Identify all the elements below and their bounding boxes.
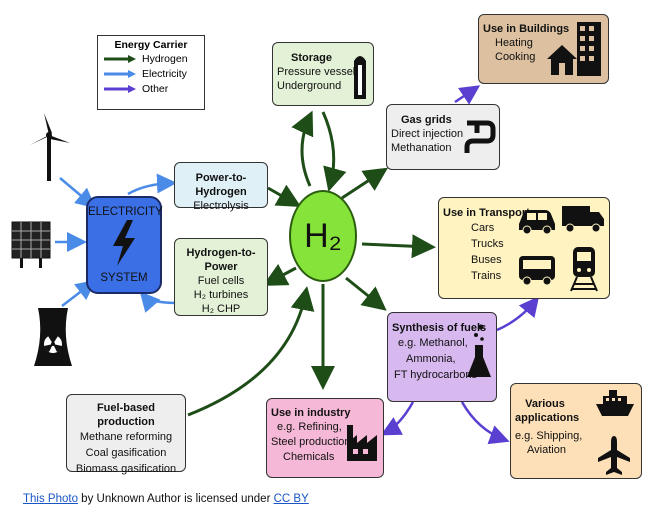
legend-item-hydrogen: Hydrogen	[98, 51, 204, 66]
airplane-icon	[598, 436, 630, 475]
attribution: This Photo by Unknown Author is licensed…	[23, 493, 309, 505]
gas-grids-line: Direct injection	[391, 128, 464, 140]
silo-icon	[354, 56, 366, 99]
hydrogen-to-power-line: H₂ CHP	[201, 303, 241, 315]
electricity-system-label-1: ELECTRICITY	[88, 206, 163, 218]
electricity-system-label-2: SYSTEM	[100, 272, 148, 284]
transport-title: Use in Transport	[443, 207, 530, 219]
bus-icon	[519, 256, 555, 286]
legend-item-other: Other	[98, 81, 204, 96]
power-to-hydrogen-title: Power-to-Hydrogen	[195, 172, 247, 198]
synthesis-line: e.g. Methanol,	[398, 337, 468, 349]
various-title: Various applications	[515, 398, 580, 424]
buildings-title: Use in Buildings	[483, 23, 570, 35]
house-icon	[547, 45, 577, 75]
storage-line: Pressure vessels	[277, 66, 361, 78]
hydrogen-node: H₂	[289, 190, 357, 282]
synthesis-line: Ammonia,	[406, 353, 456, 365]
hydrogen-label: H₂	[304, 216, 342, 255]
license-link[interactable]: CC BY	[273, 493, 309, 505]
industry-line: e.g. Refining,	[277, 421, 342, 433]
synthesis-title: Synthesis of fuels	[392, 322, 487, 334]
truck-icon	[562, 206, 604, 233]
buildings-line: Heating	[495, 37, 533, 49]
various-box: Various applications e.g. Shipping, Avia…	[510, 383, 642, 479]
hydrogen-to-power-box: Hydrogen-to-Power Fuel cells H₂ turbines…	[174, 238, 268, 316]
storage-line: Underground	[277, 80, 342, 92]
legend-item-electricity: Electricity	[98, 66, 204, 81]
various-line: Aviation	[527, 444, 566, 456]
pipeline-icon	[464, 120, 496, 153]
transport-line: Trucks	[471, 238, 504, 250]
car-icon	[519, 210, 555, 234]
fuel-based-line: Methane reforming	[79, 431, 173, 443]
fuel-based-line: Coal gasification	[85, 447, 167, 459]
gas-grids-box: Gas grids Direct injection Methanation	[386, 104, 500, 170]
factory-icon	[347, 425, 377, 461]
synthesis-box: Synthesis of fuels e.g. Methanol, Ammoni…	[387, 312, 497, 402]
legend-title: Energy Carrier	[114, 39, 188, 51]
legend: Energy Carrier Hydrogen Electricity Othe…	[97, 35, 205, 110]
gas-grids-title: Gas grids	[401, 114, 452, 126]
power-to-hydrogen-line: Electrolysis	[193, 200, 249, 212]
buildings-box: Use in Buildings Heating Cooking	[478, 14, 609, 84]
industry-box: Use in industry e.g. Refining, Steel pro…	[266, 398, 384, 478]
industry-line: Steel production,	[271, 436, 354, 448]
power-to-hydrogen-box: Power-to-Hydrogen Electrolysis	[174, 162, 268, 212]
attribution-text: by Unknown Author is licensed under	[77, 493, 274, 505]
storage-box: Storage Pressure vessels Underground	[272, 42, 374, 106]
flask-icon	[467, 324, 491, 377]
fuel-based-title: Fuel-based production	[96, 402, 156, 428]
wind-turbine-icon	[30, 113, 70, 181]
lightning-bolt-icon	[113, 220, 135, 266]
hydrogen-to-power-line: Fuel cells	[197, 275, 245, 287]
electricity-system-node: ELECTRICITY SYSTEM	[86, 196, 163, 294]
gas-grids-line: Methanation	[391, 142, 452, 154]
ship-icon	[596, 390, 634, 416]
nuclear-plant-icon	[34, 308, 72, 366]
transport-box: Use in Transport Cars Trucks Buses Train…	[438, 197, 610, 299]
fuel-based-line: Biomass gasification	[75, 463, 177, 475]
buildings-line: Cooking	[495, 51, 536, 63]
solar-panel-icon	[11, 221, 51, 268]
transport-line: Trains	[471, 270, 502, 282]
fuel-based-production-box: Fuel-based production Methane reforming …	[66, 394, 186, 475]
industry-line: Chemicals	[283, 451, 335, 463]
train-icon	[570, 247, 598, 292]
transport-line: Buses	[471, 254, 502, 266]
storage-title: Storage	[291, 52, 332, 64]
various-line: e.g. Shipping,	[515, 430, 583, 442]
hydrogen-to-power-title: Hydrogen-to-Power	[186, 247, 256, 273]
transport-line: Cars	[471, 222, 495, 234]
industry-title: Use in industry	[271, 407, 351, 419]
apartment-building-icon	[577, 22, 601, 76]
hydrogen-to-power-line: H₂ turbines	[193, 289, 249, 301]
synthesis-line: FT hydrocarbons	[394, 369, 477, 381]
photo-link[interactable]: This Photo	[23, 493, 78, 505]
